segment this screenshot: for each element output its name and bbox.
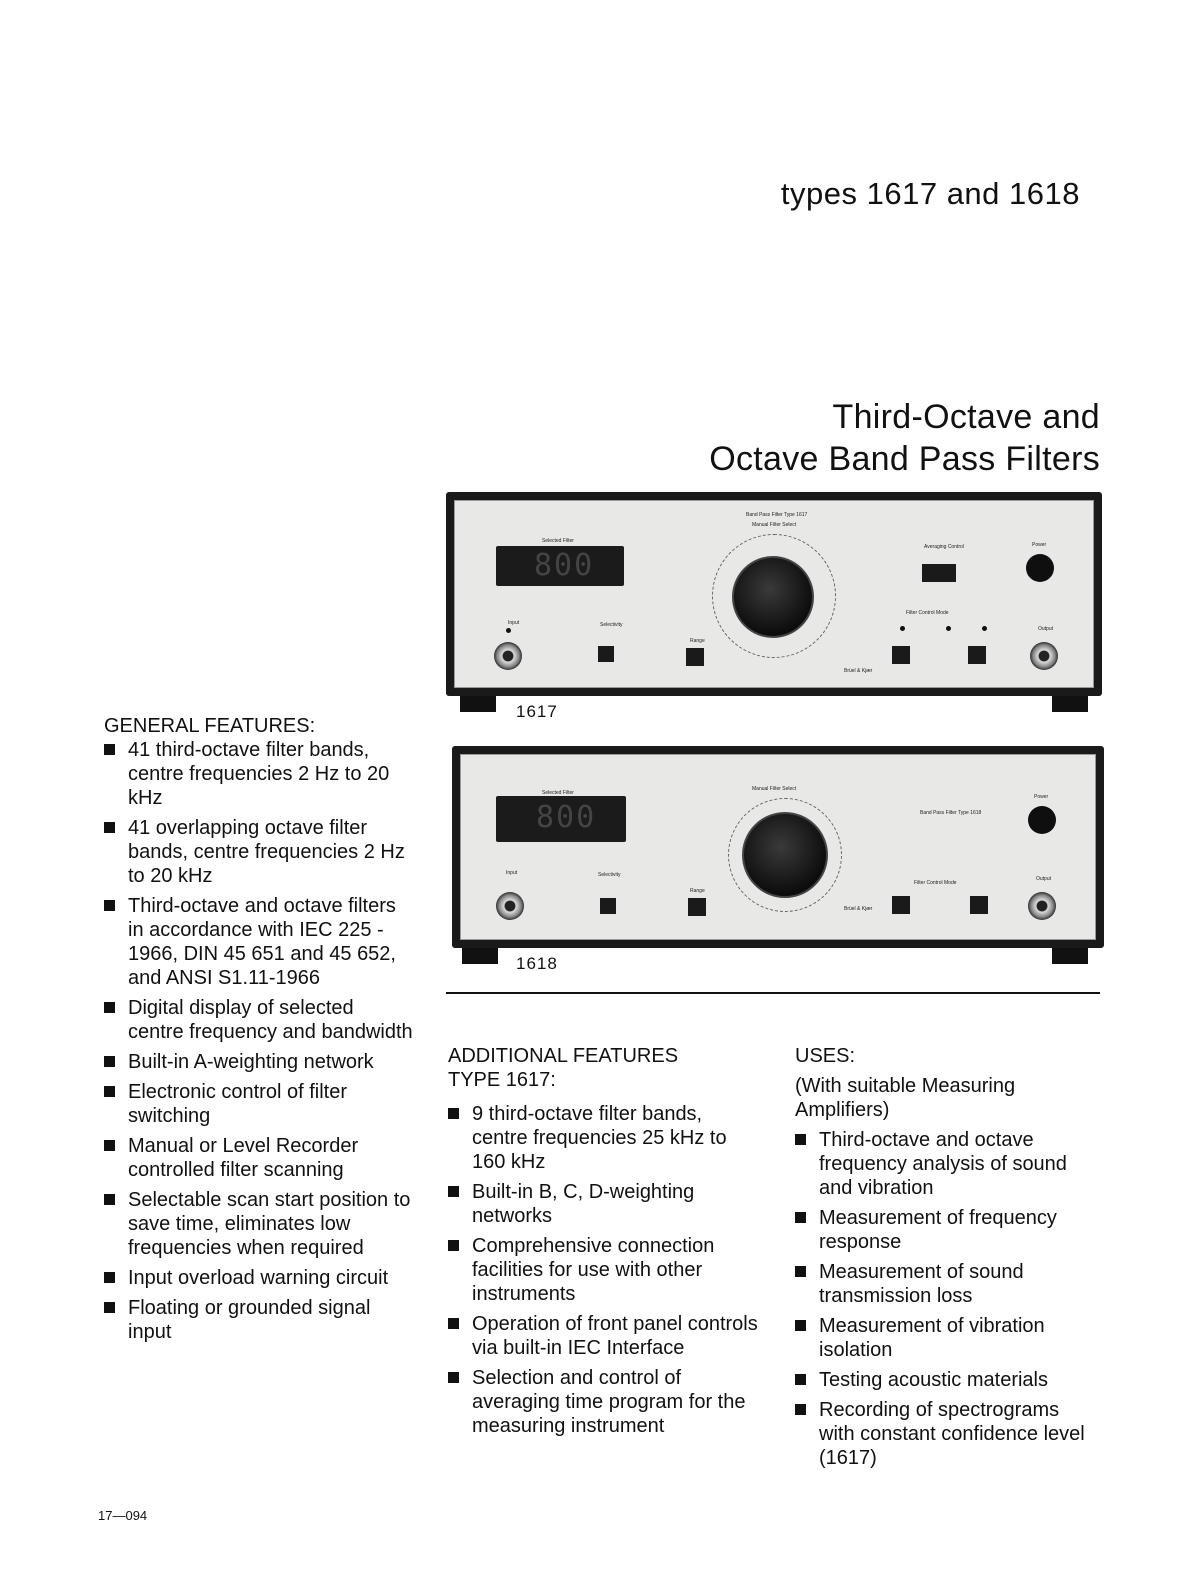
input-label: Input bbox=[508, 620, 520, 626]
output-label: Output bbox=[1036, 876, 1052, 882]
general-features-heading: GENERAL FEATURES: bbox=[104, 715, 316, 737]
panel-title-1617: Band Pass Filter Type 1617 bbox=[746, 512, 808, 518]
recorder-led bbox=[946, 626, 951, 631]
title-line-2: Octave Band Pass Filters bbox=[709, 440, 1100, 478]
list-item: Measurement of vibration isolation bbox=[795, 1314, 1100, 1362]
power-button[interactable] bbox=[1026, 554, 1054, 582]
list-item: Selection and control of averaging time … bbox=[448, 1366, 758, 1438]
list-item: 41 third-octave filter bands, centre fre… bbox=[104, 738, 414, 810]
list-item: Electronic control of filter switching bbox=[104, 1080, 414, 1128]
device-1618-photo: Manual Filter Select Selected Filter 800… bbox=[452, 746, 1104, 970]
range-label: Range bbox=[690, 888, 705, 894]
brand-label: Brüel & Kjær bbox=[844, 906, 873, 912]
mode-button[interactable] bbox=[892, 896, 910, 914]
list-item: Built-in A-weighting network bbox=[104, 1050, 414, 1074]
uses-heading: USES: bbox=[795, 1045, 856, 1067]
uses-list: Third-octave and octave frequency analys… bbox=[795, 1128, 1100, 1470]
output-jack[interactable] bbox=[1030, 642, 1058, 670]
step-button[interactable] bbox=[968, 646, 986, 664]
types-heading: types 1617 and 1618 bbox=[780, 176, 1080, 211]
list-item: Built-in B, C, D-weighting networks bbox=[448, 1180, 758, 1228]
output-label: Output bbox=[1038, 626, 1054, 632]
uses-subheading: (With suitable Measuring Amplifiers) bbox=[795, 1075, 1016, 1121]
selectivity-switch[interactable] bbox=[600, 898, 616, 914]
model-label-1617: 1617 bbox=[516, 702, 558, 721]
list-item: Digital display of selected centre frequ… bbox=[104, 996, 414, 1044]
additional-features-heading-2: TYPE 1617: bbox=[448, 1069, 556, 1091]
overload-led bbox=[506, 628, 511, 633]
list-item: Third-octave and octave filters in accor… bbox=[104, 894, 414, 990]
display-digits: 800 bbox=[536, 800, 597, 835]
range-button[interactable] bbox=[686, 648, 704, 666]
divider bbox=[446, 992, 1100, 994]
list-item: 9 third-octave filter bands, centre freq… bbox=[448, 1102, 758, 1174]
selectivity-switch[interactable] bbox=[598, 646, 614, 662]
document-code: 17—094 bbox=[98, 1508, 148, 1523]
selected-filter-label: Selected Filter bbox=[542, 790, 574, 796]
general-features: GENERAL FEATURES: 41 third-octave filter… bbox=[104, 714, 414, 1350]
mode-button[interactable] bbox=[892, 646, 910, 664]
range-label: Range bbox=[690, 638, 705, 644]
remote-led bbox=[982, 626, 987, 631]
power-label: Power bbox=[1032, 542, 1047, 548]
list-item: Selectable scan start position to save t… bbox=[104, 1188, 414, 1260]
input-jack[interactable] bbox=[494, 642, 522, 670]
additional-features-list: 9 third-octave filter bands, centre freq… bbox=[448, 1102, 758, 1438]
manual-led bbox=[900, 626, 905, 631]
list-item: Floating or grounded signal input bbox=[104, 1296, 414, 1344]
list-item: Measurement of sound transmission loss bbox=[795, 1260, 1100, 1308]
step-button[interactable] bbox=[970, 896, 988, 914]
additional-features: ADDITIONAL FEATURES TYPE 1617: 9 third-o… bbox=[448, 1044, 758, 1444]
list-item: Operation of front panel controls via bu… bbox=[448, 1312, 758, 1360]
manual-filter-knob[interactable] bbox=[732, 556, 814, 638]
model-label-1618: 1618 bbox=[516, 954, 558, 973]
device-1617-photo: Band Pass Filter Type 1617 Manual Filter… bbox=[446, 492, 1102, 722]
list-item: Third-octave and octave frequency analys… bbox=[795, 1128, 1100, 1200]
display-digits: 800 bbox=[534, 548, 595, 583]
averaging-control-label: Averaging Control bbox=[924, 544, 964, 550]
general-features-list: 41 third-octave filter bands, centre fre… bbox=[104, 738, 414, 1344]
filter-control-mode-label: Filter Control Mode bbox=[906, 610, 949, 616]
list-item: Measurement of frequency response bbox=[795, 1206, 1100, 1254]
filter-display: 800 bbox=[496, 546, 624, 586]
dial-scale bbox=[728, 798, 842, 912]
filter-control-mode-label: Filter Control Mode bbox=[914, 880, 957, 886]
output-jack[interactable] bbox=[1028, 892, 1056, 920]
panel-title-1618: Band Pass Filter Type 1618 bbox=[920, 810, 982, 816]
uses: USES: (With suitable Measuring Amplifier… bbox=[795, 1044, 1100, 1476]
range-button[interactable] bbox=[688, 898, 706, 916]
list-item: Recording of spectrograms with constant … bbox=[795, 1398, 1100, 1470]
input-jack[interactable] bbox=[496, 892, 524, 920]
selected-filter-label: Selected Filter bbox=[542, 538, 574, 544]
list-item: Input overload warning circuit bbox=[104, 1266, 414, 1290]
selectivity-label: Selectivity bbox=[600, 622, 623, 628]
selectivity-label: Selectivity bbox=[598, 872, 621, 878]
page-title: Third-Octave and Octave Band Pass Filter… bbox=[600, 396, 1100, 480]
averaging-switch[interactable] bbox=[922, 564, 956, 582]
title-line-1: Third-Octave and bbox=[832, 398, 1100, 436]
input-label: Input bbox=[506, 870, 518, 876]
manual-filter-select-label: Manual Filter Select bbox=[752, 522, 797, 528]
list-item: Testing acoustic materials bbox=[795, 1368, 1100, 1392]
manual-filter-select-label: Manual Filter Select bbox=[752, 786, 797, 792]
list-item: Comprehensive connection facilities for … bbox=[448, 1234, 758, 1306]
filter-display: 800 bbox=[496, 796, 626, 842]
manual-filter-knob[interactable] bbox=[742, 812, 828, 898]
power-label: Power bbox=[1034, 794, 1049, 800]
brand-label: Brüel & Kjær bbox=[844, 668, 873, 674]
list-item: 41 overlapping octave filter bands, cent… bbox=[104, 816, 414, 888]
dial-scale bbox=[712, 534, 836, 658]
power-button[interactable] bbox=[1028, 806, 1056, 834]
additional-features-heading-1: ADDITIONAL FEATURES bbox=[448, 1045, 679, 1067]
list-item: Manual or Level Recorder controlled filt… bbox=[104, 1134, 414, 1182]
